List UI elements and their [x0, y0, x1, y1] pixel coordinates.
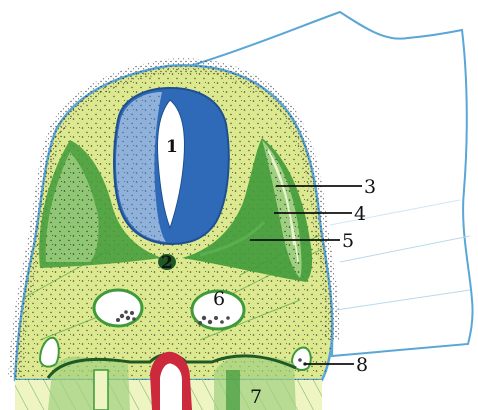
neural-tube — [114, 88, 229, 244]
label-1: 1 — [166, 137, 178, 157]
label-5: 5 — [342, 230, 354, 252]
label-2: 2 — [161, 253, 173, 273]
label-3: 3 — [364, 176, 376, 198]
label-7: 7 — [250, 386, 262, 408]
label-8: 8 — [356, 354, 368, 376]
label-6: 6 — [213, 288, 225, 310]
label-4: 4 — [354, 203, 366, 225]
dorsal-aorta-left — [94, 290, 142, 326]
